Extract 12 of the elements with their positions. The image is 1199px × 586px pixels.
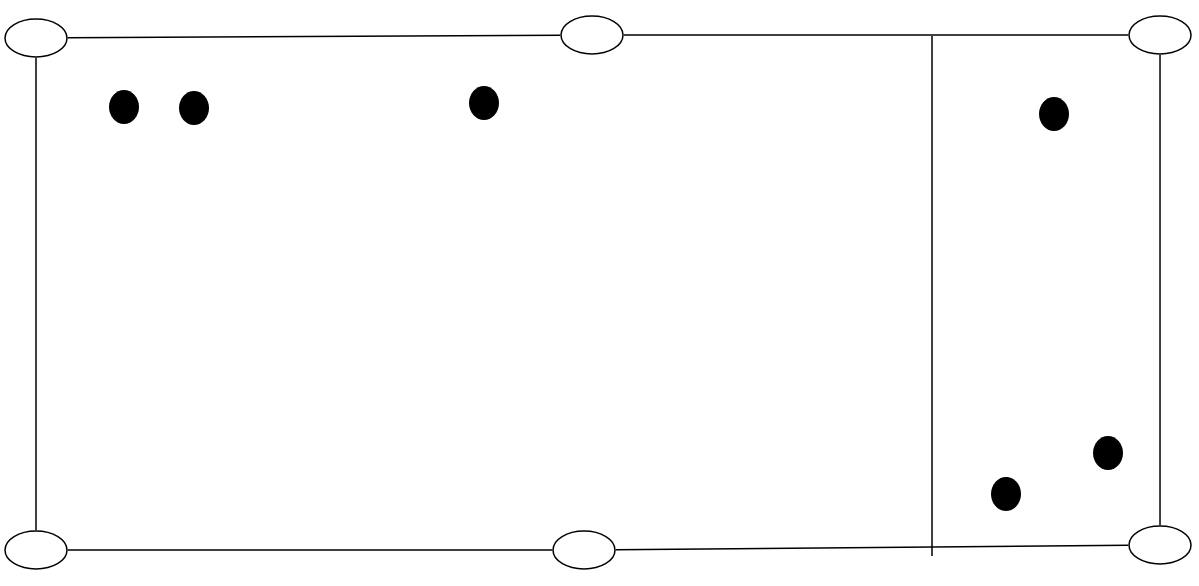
ellipse bbox=[1128, 525, 1192, 565]
line bbox=[67, 549, 553, 551]
line bbox=[615, 544, 1129, 551]
ellipse bbox=[4, 18, 68, 58]
line bbox=[623, 34, 1129, 36]
line bbox=[67, 34, 561, 39]
line bbox=[1159, 54, 1161, 526]
ellipse bbox=[1128, 15, 1192, 55]
ellipse bbox=[552, 530, 616, 570]
ellipse bbox=[4, 530, 68, 570]
ellipse bbox=[560, 15, 624, 55]
line bbox=[35, 57, 37, 531]
